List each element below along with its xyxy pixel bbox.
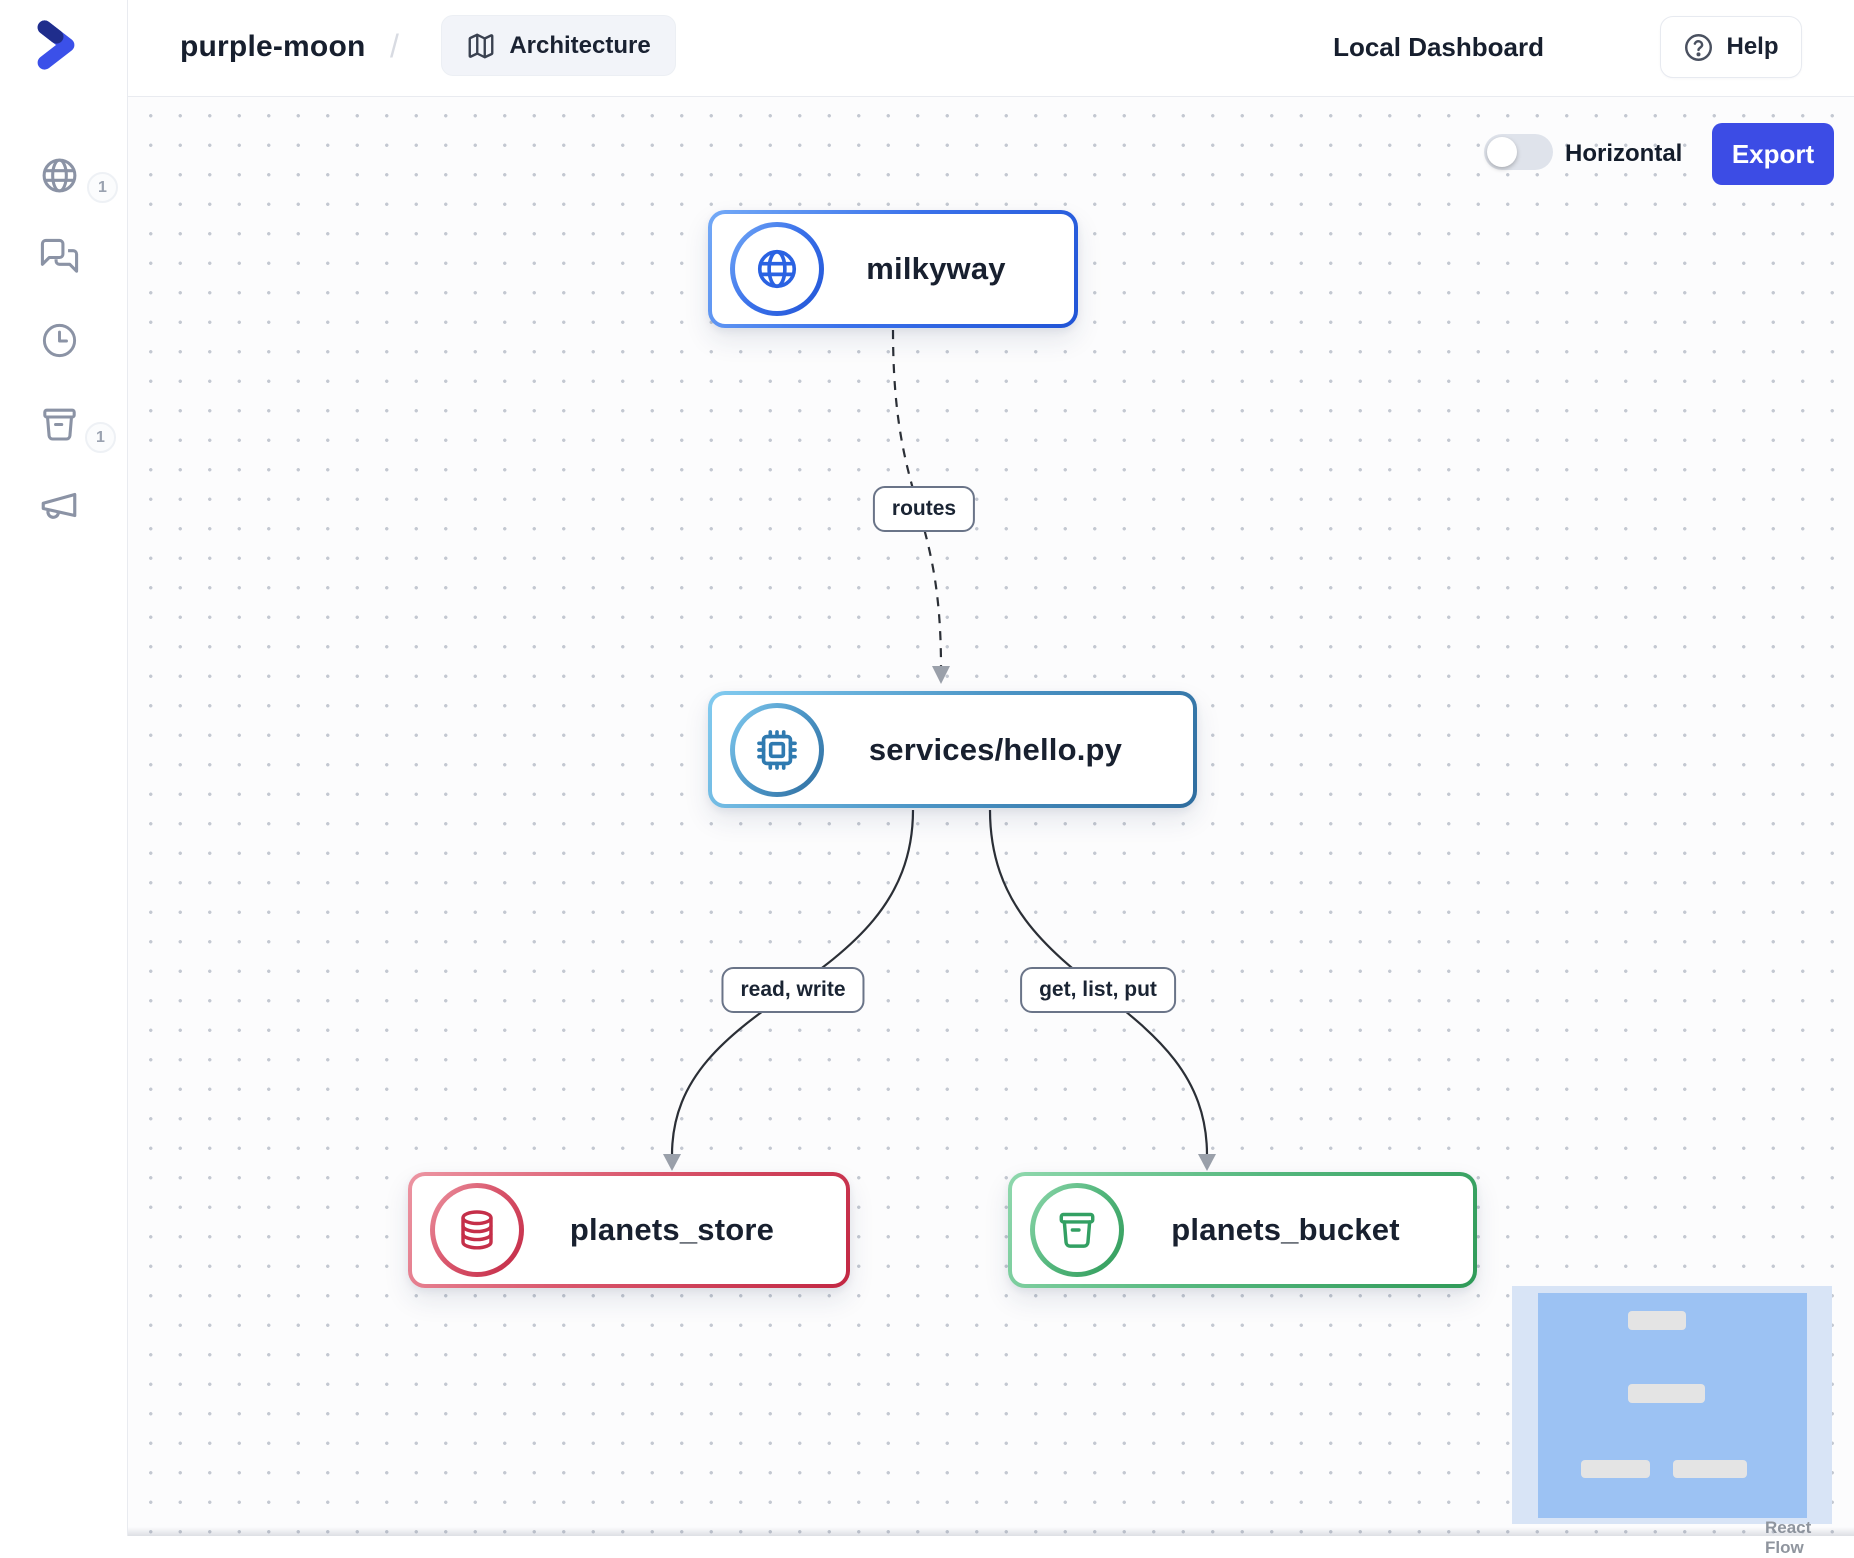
horizontal-toggle[interactable] [1484,134,1553,170]
toggle-knob [1487,137,1517,167]
minimap-node [1673,1460,1747,1478]
node-body: planets_store [412,1176,846,1284]
archive-icon [39,404,80,445]
architecture-label: Architecture [509,31,651,59]
globe-icon [730,222,824,316]
dashboard-title[interactable]: Local Dashboard [1333,32,1544,62]
edge-label-routes: routes [872,486,976,532]
sidebar-item-announcements[interactable] [37,483,81,527]
megaphone-icon [38,484,80,526]
node-body: services/hello.py [712,695,1193,804]
node-milkyway[interactable]: milkyway [708,210,1078,328]
help-circle-icon [1683,32,1714,63]
bottom-edge-shadow [128,1527,1854,1536]
horizontal-toggle-label: Horizontal [1565,140,1683,167]
sidebar-item-storage[interactable] [37,402,81,446]
architecture-button[interactable]: Architecture [441,15,676,76]
clock-icon [40,321,79,360]
node-label: services/hello.py [868,731,1123,767]
node-body: milkyway [712,214,1074,324]
export-button[interactable]: Export [1712,123,1834,185]
help-label: Help [1726,33,1779,60]
app-logo-icon[interactable] [28,16,84,74]
help-button[interactable]: Help [1660,16,1802,78]
bucket-icon [1030,1183,1124,1277]
node-planets-store[interactable]: planets_store [408,1172,850,1288]
node-planets-bucket[interactable]: planets_bucket [1008,1172,1477,1288]
apis-count-badge: 1 [87,172,118,203]
node-services-hello[interactable]: services/hello.py [708,691,1197,808]
minimap-node [1628,1311,1686,1330]
globe-icon [39,155,80,196]
edge-label-read-write: read, write [721,967,865,1013]
top-bar: purple-moon / Architecture Local Dashboa… [128,0,1854,97]
node-label: milkyway [866,251,1006,286]
map-icon [466,31,496,61]
minimap[interactable] [1512,1286,1832,1524]
minimap-viewport [1538,1293,1807,1518]
react-flow-attribution[interactable]: React Flow [1765,1518,1811,1557]
storage-count-badge: 1 [85,422,116,453]
sidebar-item-history[interactable] [37,318,81,362]
breadcrumb-project: purple-moon [180,30,366,63]
minimap-node [1581,1460,1650,1478]
sidebar-item-apis[interactable] [37,153,81,197]
node-label: planets_bucket [1171,1212,1400,1247]
minimap-node [1628,1384,1705,1403]
cpu-icon [730,702,824,797]
node-body: planets_bucket [1012,1176,1473,1284]
sidebar: 1 1 [0,0,128,1536]
node-label: planets_store [569,1212,775,1247]
breadcrumb-separator: / [390,28,399,64]
chat-icon [39,237,80,278]
database-icon [430,1183,524,1277]
edge-label-get-list-put: get, list, put [1020,967,1176,1013]
sidebar-item-chat[interactable] [37,235,81,279]
